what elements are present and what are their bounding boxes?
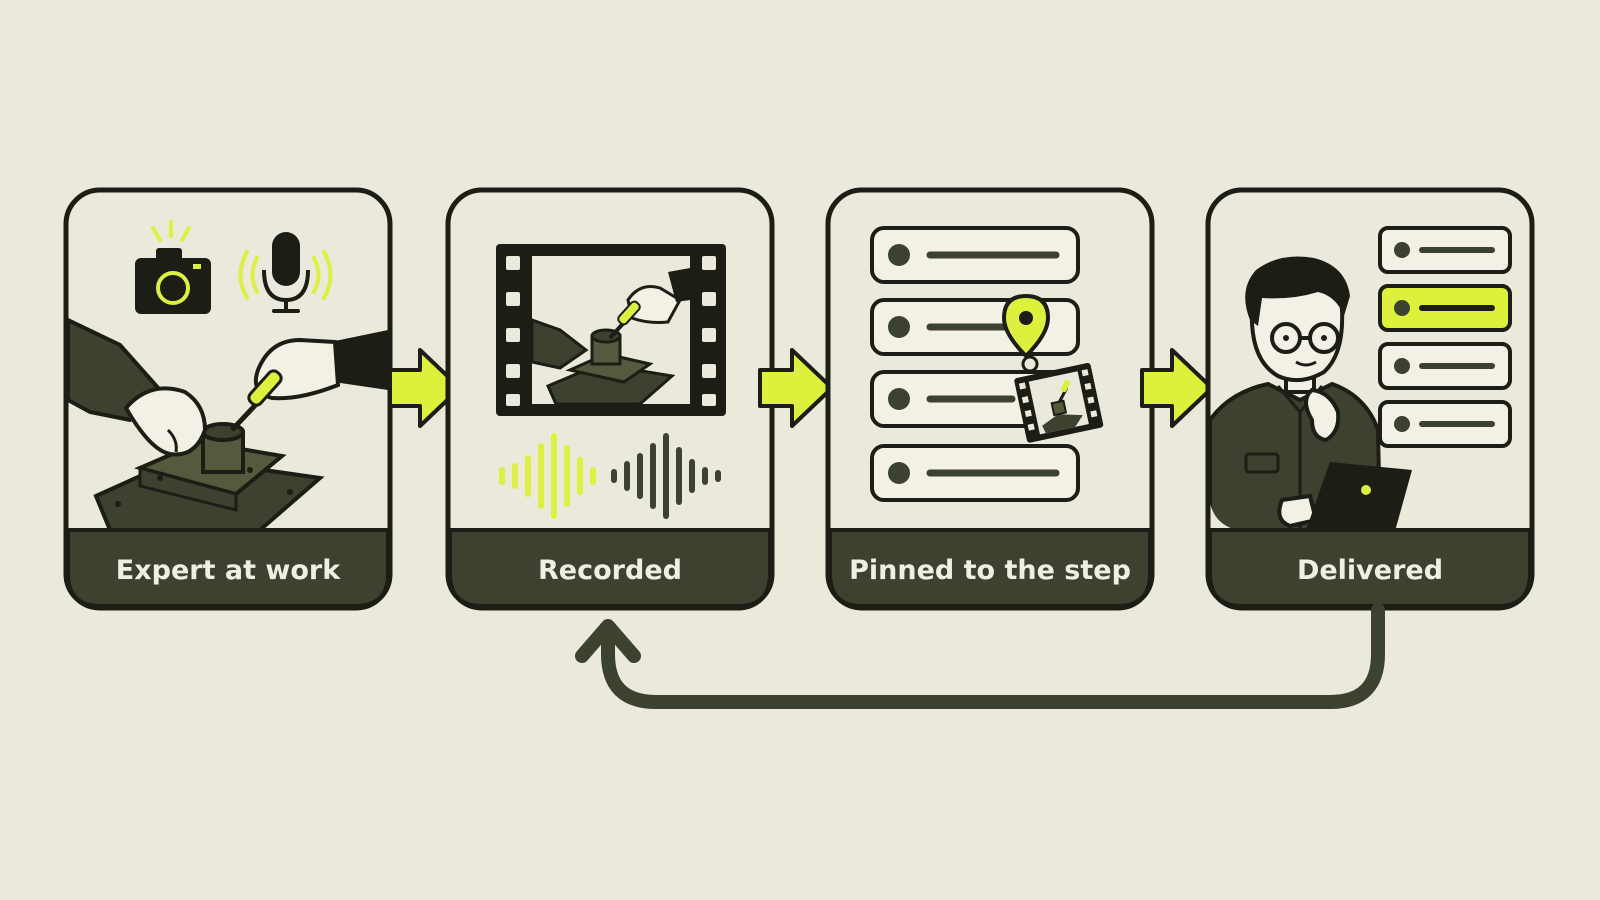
- expert-left-hand: [68, 316, 208, 457]
- step-card-pinned-to-the-step: Pinned to the step: [825, 187, 1155, 611]
- list-item: [1378, 226, 1512, 274]
- camera-icon: [135, 220, 211, 314]
- list-item: [870, 226, 1080, 284]
- list-item: [1378, 400, 1512, 448]
- microphone-icon: [238, 232, 333, 313]
- step-label: Delivered: [1297, 555, 1443, 586]
- delivered-checklist: [1378, 226, 1512, 448]
- step-card-recorded: Recorded: [445, 187, 775, 611]
- step-label: Expert at work: [116, 555, 341, 586]
- location-pin-icon: [1001, 293, 1051, 373]
- step-label: Recorded: [538, 555, 682, 586]
- feedback-loop-arrow: [575, 603, 1385, 709]
- flow-arrow: [388, 348, 462, 428]
- pinned-video-thumbnail: [1014, 362, 1104, 443]
- audio-waveform-icon: [499, 433, 721, 519]
- step-label: Pinned to the step: [849, 555, 1131, 586]
- step-card-delivered: Delivered: [1205, 187, 1535, 611]
- list-item: [1378, 342, 1512, 390]
- flow-arrow: [1140, 348, 1214, 428]
- list-item: [870, 444, 1080, 502]
- list-item-highlighted: [1378, 284, 1512, 332]
- step-card-expert-at-work: Expert at work: [63, 187, 393, 611]
- film-strip-icon: [496, 244, 726, 416]
- tablet-icon: [1306, 462, 1412, 530]
- flow-arrow: [758, 348, 834, 428]
- expert-right-hand: [230, 330, 388, 432]
